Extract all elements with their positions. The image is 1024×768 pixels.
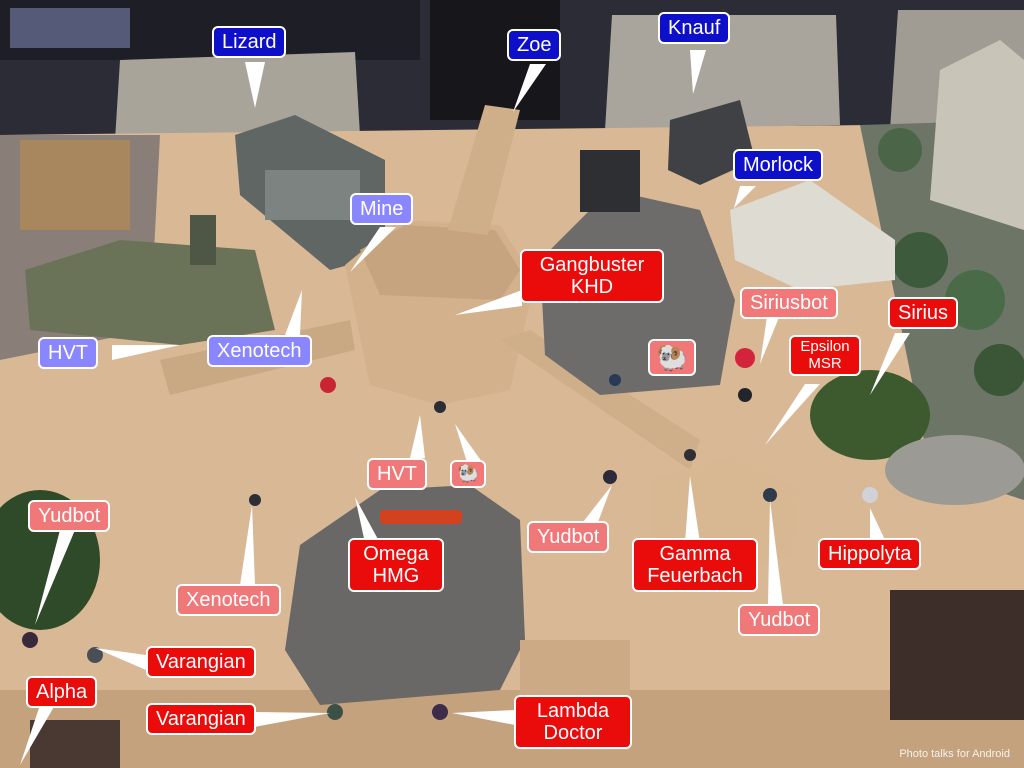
label-xenotech-top: Xenotech <box>207 335 312 367</box>
label-knauf: Knauf <box>658 12 731 44</box>
label-epsilon-line2: MSR <box>808 354 842 372</box>
label-lambda-line1: Lambda <box>536 700 610 722</box>
label-morlock: Morlock <box>733 149 824 181</box>
green-factory <box>25 240 275 345</box>
white-building <box>730 180 895 290</box>
label-ram-right: 🐏 <box>648 339 697 376</box>
label-omega-hmg: Omega HMG <box>348 538 444 592</box>
label-ram-center: 🐏 <box>450 460 487 488</box>
label-gangbuster-khd: Gangbuster KHD <box>520 249 664 303</box>
label-lizard: Lizard <box>212 26 287 58</box>
factory-chimney <box>190 215 216 265</box>
label-siriusbot: Siriusbot <box>740 287 838 319</box>
label-gamma-line2: Feuerbach <box>647 565 743 587</box>
label-gamma-feuerbach: Gamma Feuerbach <box>632 538 758 592</box>
label-alpha: Alpha <box>26 676 98 708</box>
crate-right <box>890 590 1024 720</box>
mini-token <box>434 401 446 413</box>
label-yudbot-center: Yudbot <box>527 521 610 553</box>
label-hvt-left: HVT <box>38 337 98 369</box>
label-gangbuster-line1: Gangbuster <box>539 254 645 276</box>
label-mine: Mine <box>350 193 414 225</box>
mini-token <box>609 374 621 386</box>
label-yudbot-left: Yudbot <box>28 500 111 532</box>
label-omega-line1: Omega <box>363 543 429 565</box>
container-inner <box>265 170 360 220</box>
label-zoe: Zoe <box>507 29 562 61</box>
walkway-north <box>448 105 520 235</box>
shelf-products <box>10 8 130 48</box>
label-varangian-top: Varangian <box>146 646 256 678</box>
label-epsilon-line1: Epsilon <box>800 338 850 355</box>
walkway-east <box>500 330 700 470</box>
mini-token <box>738 388 752 402</box>
dark-bunker <box>580 150 640 212</box>
tree-1 <box>892 232 948 288</box>
label-hvt-center: HVT <box>367 458 427 490</box>
label-hippolyta: Hippolyta <box>818 538 922 570</box>
red-bar-marker <box>380 510 462 524</box>
mini-token <box>87 647 103 663</box>
tree-4 <box>878 128 922 172</box>
snow-rocks <box>930 40 1024 230</box>
label-gamma-line1: Gamma <box>659 543 731 565</box>
chair-left <box>115 52 360 140</box>
central-tower-roof <box>360 225 520 300</box>
mini-token <box>22 632 38 648</box>
label-lambda-doctor: Lambda Doctor <box>514 695 632 749</box>
tree-2 <box>945 270 1005 330</box>
watermark: Photo talks for Android <box>899 748 1010 760</box>
tree-3 <box>974 344 1024 396</box>
label-yudbot-right: Yudbot <box>738 604 821 636</box>
crate-left-bottom <box>30 720 120 768</box>
mini-token <box>763 488 777 502</box>
red-crystal <box>320 377 336 393</box>
label-epsilon-msr: Epsilon MSR <box>789 335 861 376</box>
rock-right <box>885 435 1024 505</box>
red-crystal <box>735 348 755 368</box>
label-sirius: Sirius <box>888 297 959 329</box>
mini-token <box>327 704 343 720</box>
label-xenotech-bottom: Xenotech <box>176 584 281 616</box>
mini-token <box>432 704 448 720</box>
rock-hill-bottom <box>285 485 525 705</box>
mini-token <box>862 487 878 503</box>
mini-token <box>249 494 261 506</box>
label-varangian-bottom: Varangian <box>146 703 256 735</box>
label-lambda-line2: Doctor <box>543 722 603 744</box>
mini-token <box>603 470 617 484</box>
mini-token <box>684 449 696 461</box>
plinth-left-top <box>20 140 130 230</box>
label-omega-line2: HMG <box>372 565 420 587</box>
label-gangbuster-line2: KHD <box>570 276 614 298</box>
